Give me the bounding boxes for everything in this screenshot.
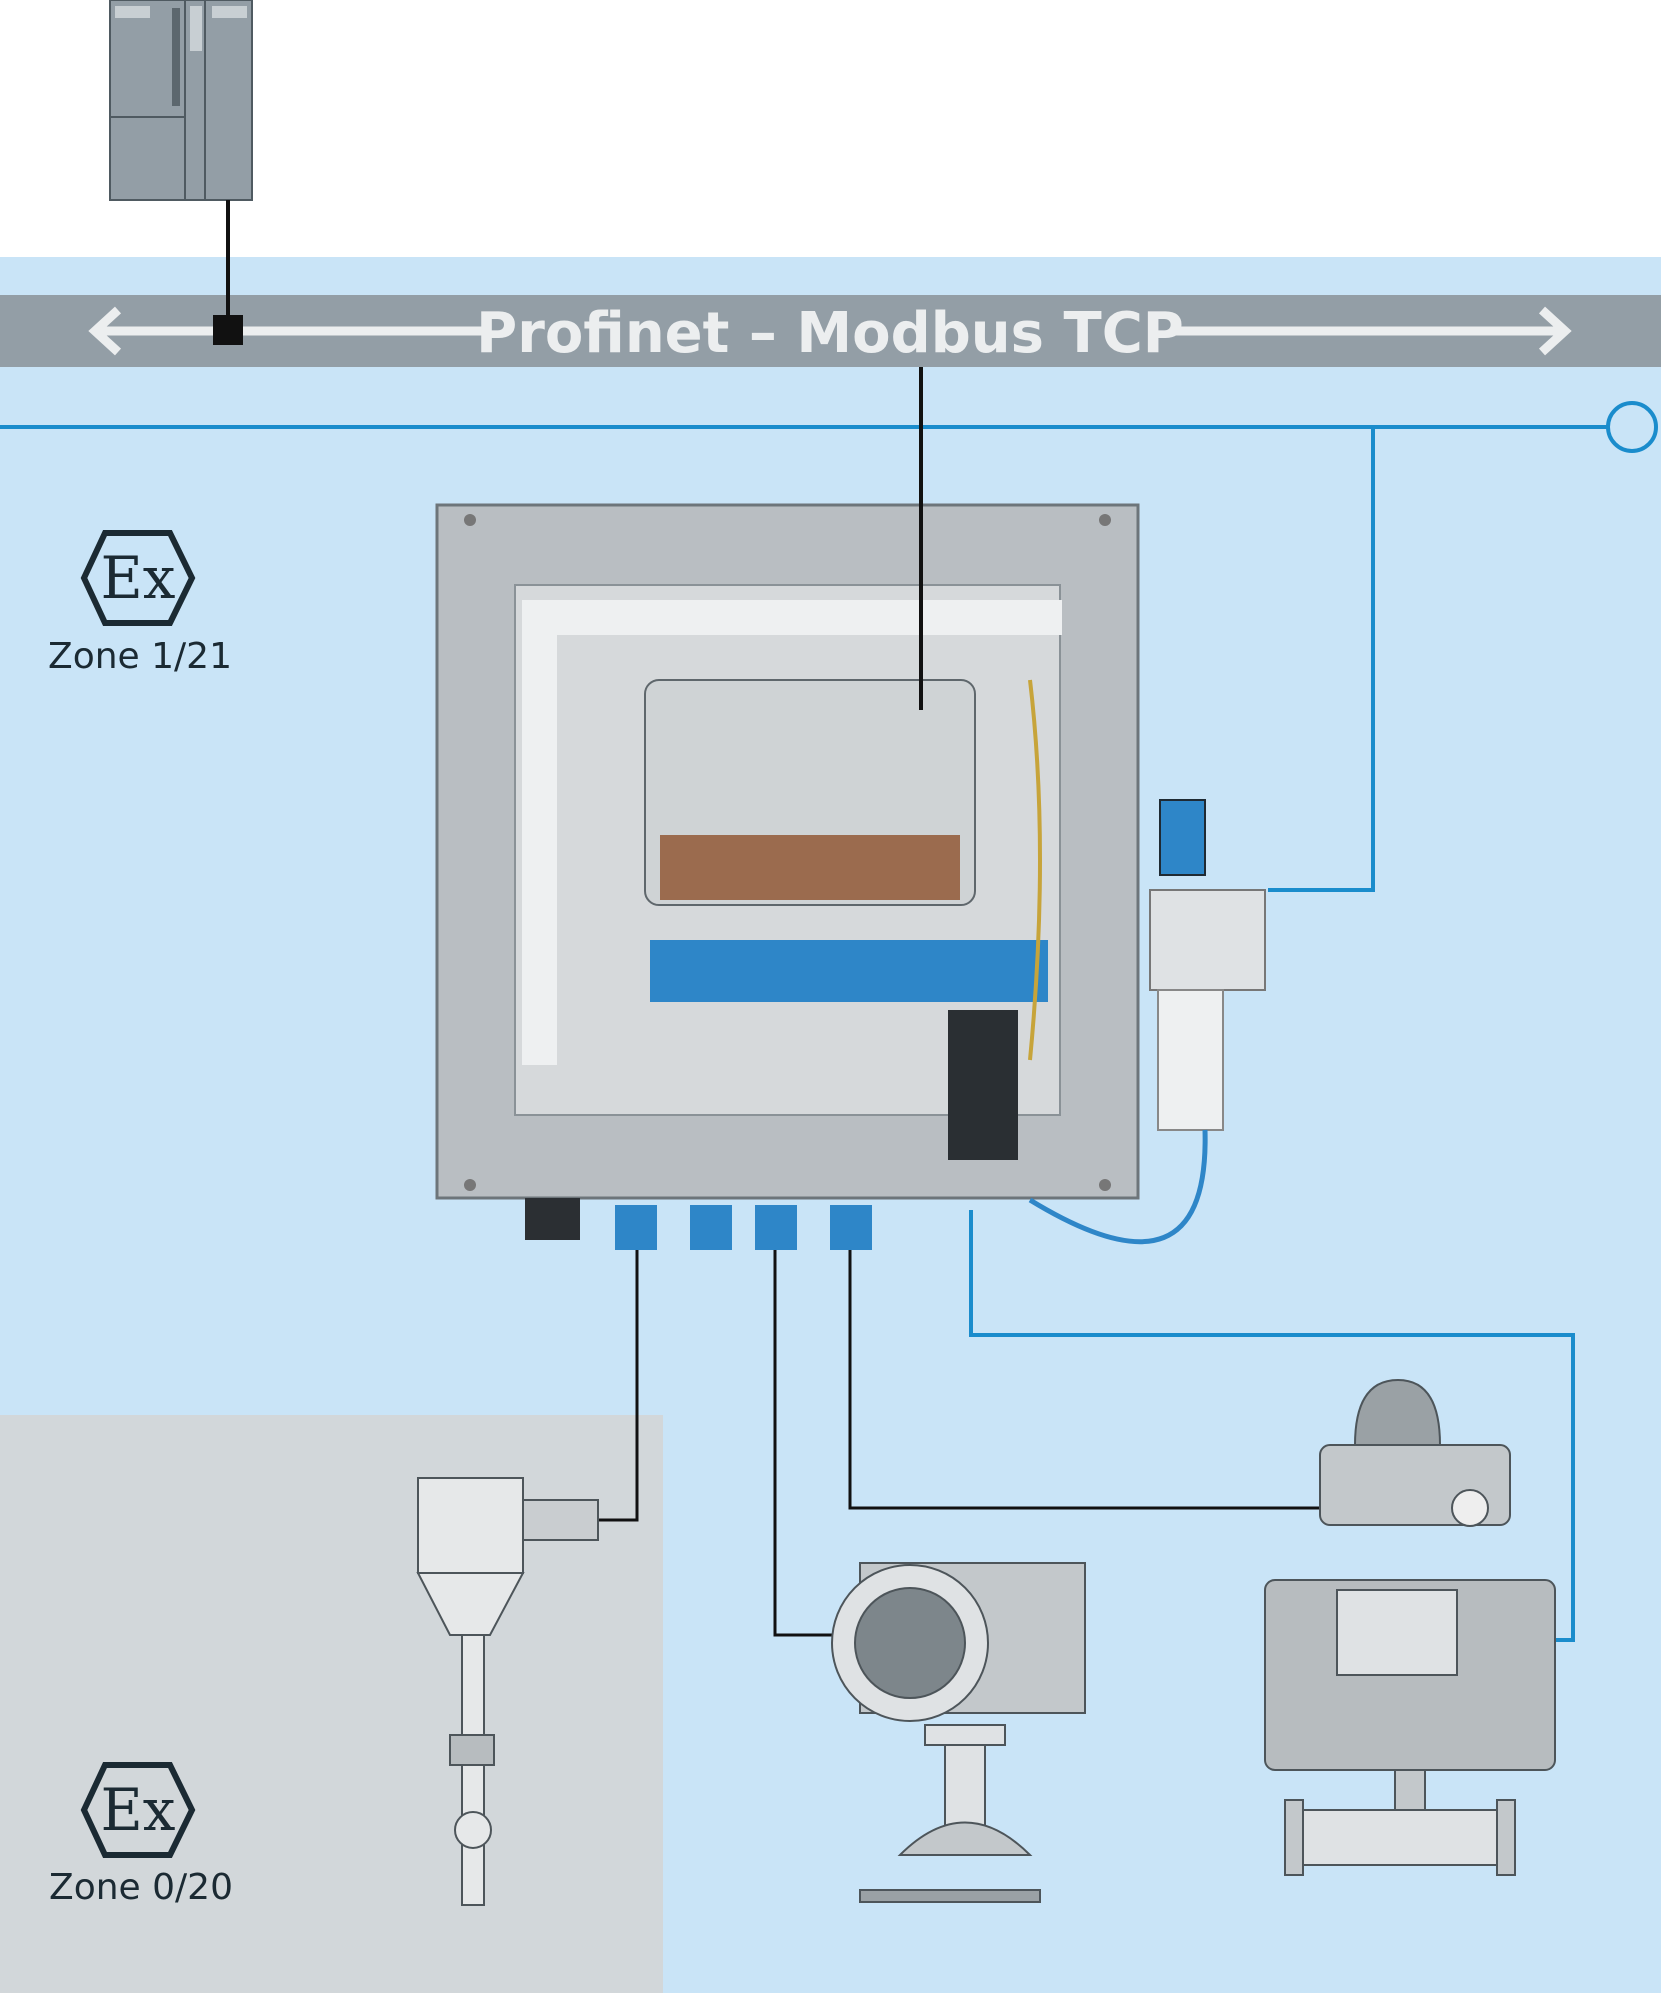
- ex-hexagon-icon: [80, 1762, 196, 1858]
- ex-symbol: Ex: [100, 1776, 175, 1844]
- signal-terminal-icon: [1606, 401, 1658, 453]
- valve-supply-line: [1268, 427, 1375, 892]
- zone-1-21-label: Ex Zone 1/21: [48, 530, 232, 677]
- plc-controller: [109, 0, 253, 201]
- ex-symbol: Ex: [100, 544, 175, 612]
- bus-title: Profinet – Modbus TCP: [476, 301, 1184, 366]
- temp-sensor-wire: [598, 1250, 639, 1522]
- remote-io-enclosure: [435, 503, 1140, 1200]
- positioner-wire: [848, 1250, 1330, 1510]
- bus-arrow-left: [88, 306, 485, 356]
- flow-transmitter: [831, 1562, 1086, 1903]
- ex-hexagon-icon: [80, 530, 196, 626]
- actuated-ball-valve: [1264, 1378, 1556, 1876]
- solenoid-valve: [1028, 799, 1266, 1245]
- zone-label: Zone 0/20: [49, 1867, 233, 1908]
- bus-connector: [213, 315, 243, 345]
- zone-label: Zone 1/21: [48, 636, 232, 677]
- zone-0-20-label: Ex Zone 0/20: [49, 1762, 233, 1908]
- cable-glands: [525, 1198, 872, 1250]
- flowmeter-wire: [773, 1250, 835, 1637]
- bus-arrow-right: [1175, 306, 1572, 356]
- temperature-sensor: [416, 1477, 599, 1906]
